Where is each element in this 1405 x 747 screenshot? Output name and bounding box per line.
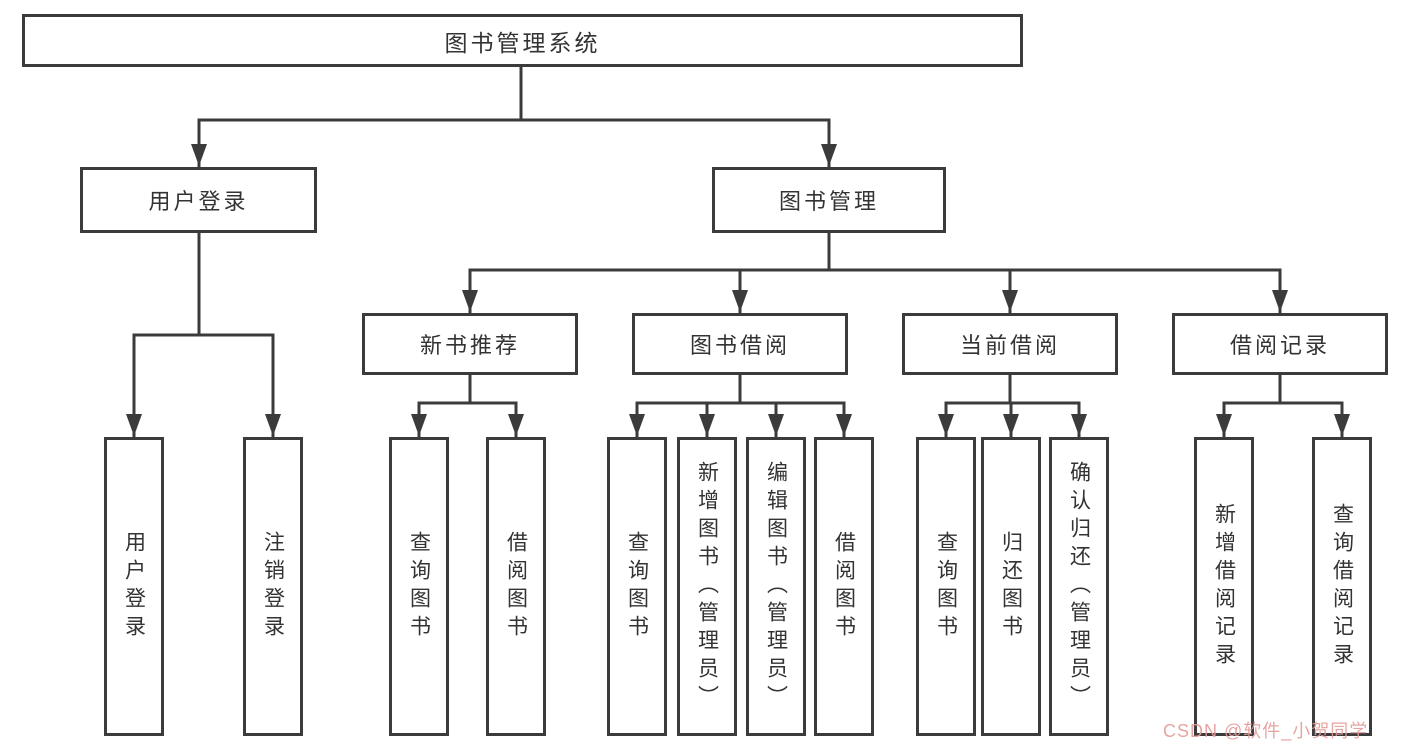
node-label: 归还图书: [999, 530, 1023, 643]
node-borrow-books-action: 借阅图书: [814, 437, 874, 736]
node-edit-books-admin: 编辑图书（管理员）: [746, 437, 806, 736]
node-borrow-books-recommend: 借阅图书: [486, 437, 546, 736]
node-add-borrow-record: 新增借阅记录: [1194, 437, 1254, 736]
node-add-books-admin: 新增图书（管理员）: [677, 437, 737, 736]
node-confirm-return-admin: 确认归还（管理员）: [1049, 437, 1109, 736]
node-query-borrow-record: 查询借阅记录: [1312, 437, 1372, 736]
node-label: 借阅图书: [504, 530, 528, 643]
node-label: 新增借阅记录: [1212, 502, 1236, 671]
node-label: 查询图书: [625, 530, 649, 643]
node-system-root: 图书管理系统: [22, 14, 1023, 67]
node-label: 确认归还（管理员）: [1067, 460, 1091, 713]
node-label: 编辑图书（管理员）: [764, 460, 788, 713]
node-logout-action: 注销登录: [243, 437, 303, 736]
node-label: 查询图书: [934, 530, 958, 643]
node-borrowing-records: 借阅记录: [1172, 313, 1388, 375]
node-query-books-recommend: 查询图书: [389, 437, 449, 736]
node-book-borrowing: 图书借阅: [632, 313, 848, 375]
node-query-books-current: 查询图书: [916, 437, 976, 736]
node-label: 查询借阅记录: [1330, 502, 1354, 671]
node-label: 查询图书: [407, 530, 431, 643]
node-new-book-recommendation: 新书推荐: [362, 313, 578, 375]
node-book-management: 图书管理: [712, 167, 946, 233]
node-label: 注销登录: [261, 530, 285, 643]
node-label: 新增图书（管理员）: [695, 460, 719, 713]
node-return-books: 归还图书: [981, 437, 1041, 736]
node-label: 借阅图书: [832, 530, 856, 643]
node-label: 用户登录: [122, 530, 146, 643]
csdn-watermark: CSDN @软件_小贺同学: [1163, 721, 1369, 741]
node-user-login-action: 用户登录: [104, 437, 164, 736]
node-current-borrowing: 当前借阅: [902, 313, 1118, 375]
node-user-login: 用户登录: [80, 167, 317, 233]
node-query-books-borrowing: 查询图书: [607, 437, 667, 736]
